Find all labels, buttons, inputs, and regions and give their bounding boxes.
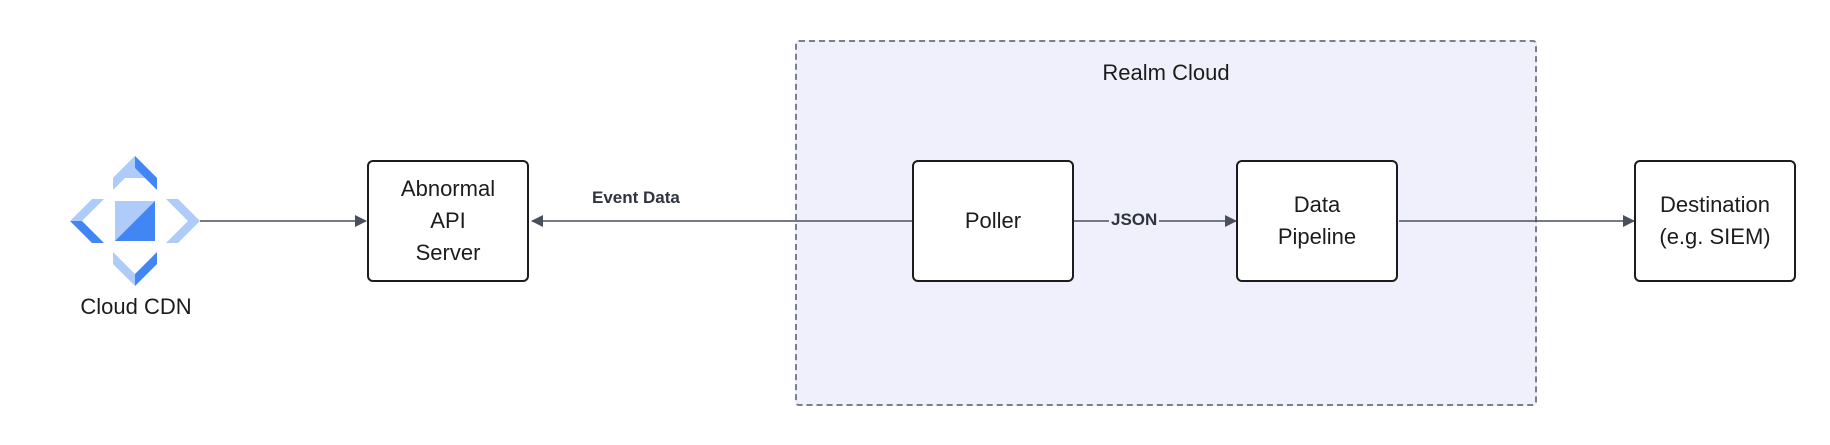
node-line: Pipeline bbox=[1277, 224, 1357, 249]
cloud-cdn-icon bbox=[70, 156, 200, 286]
node-line: Poller bbox=[964, 208, 1022, 233]
node-abnormal-api-server[interactable]: Abnormal API Server bbox=[367, 160, 529, 282]
node-destination[interactable]: Destination (e.g. SIEM) bbox=[1634, 160, 1796, 282]
edge-label-event-data: Event Data bbox=[590, 188, 682, 208]
node-poller[interactable]: Poller bbox=[912, 160, 1074, 282]
node-line: Data bbox=[1293, 192, 1341, 217]
node-line: Destination bbox=[1659, 192, 1771, 217]
node-data-pipeline[interactable]: Data Pipeline bbox=[1236, 160, 1398, 282]
node-line: (e.g. SIEM) bbox=[1659, 224, 1771, 249]
node-line: API bbox=[430, 208, 466, 233]
cloud-cdn-label: Cloud CDN bbox=[80, 294, 192, 319]
node-line: Server bbox=[415, 240, 481, 265]
realm-cloud-title: Realm Cloud bbox=[1102, 60, 1230, 85]
edge-label-json: JSON bbox=[1109, 210, 1160, 230]
node-line: Abnormal bbox=[400, 176, 496, 201]
